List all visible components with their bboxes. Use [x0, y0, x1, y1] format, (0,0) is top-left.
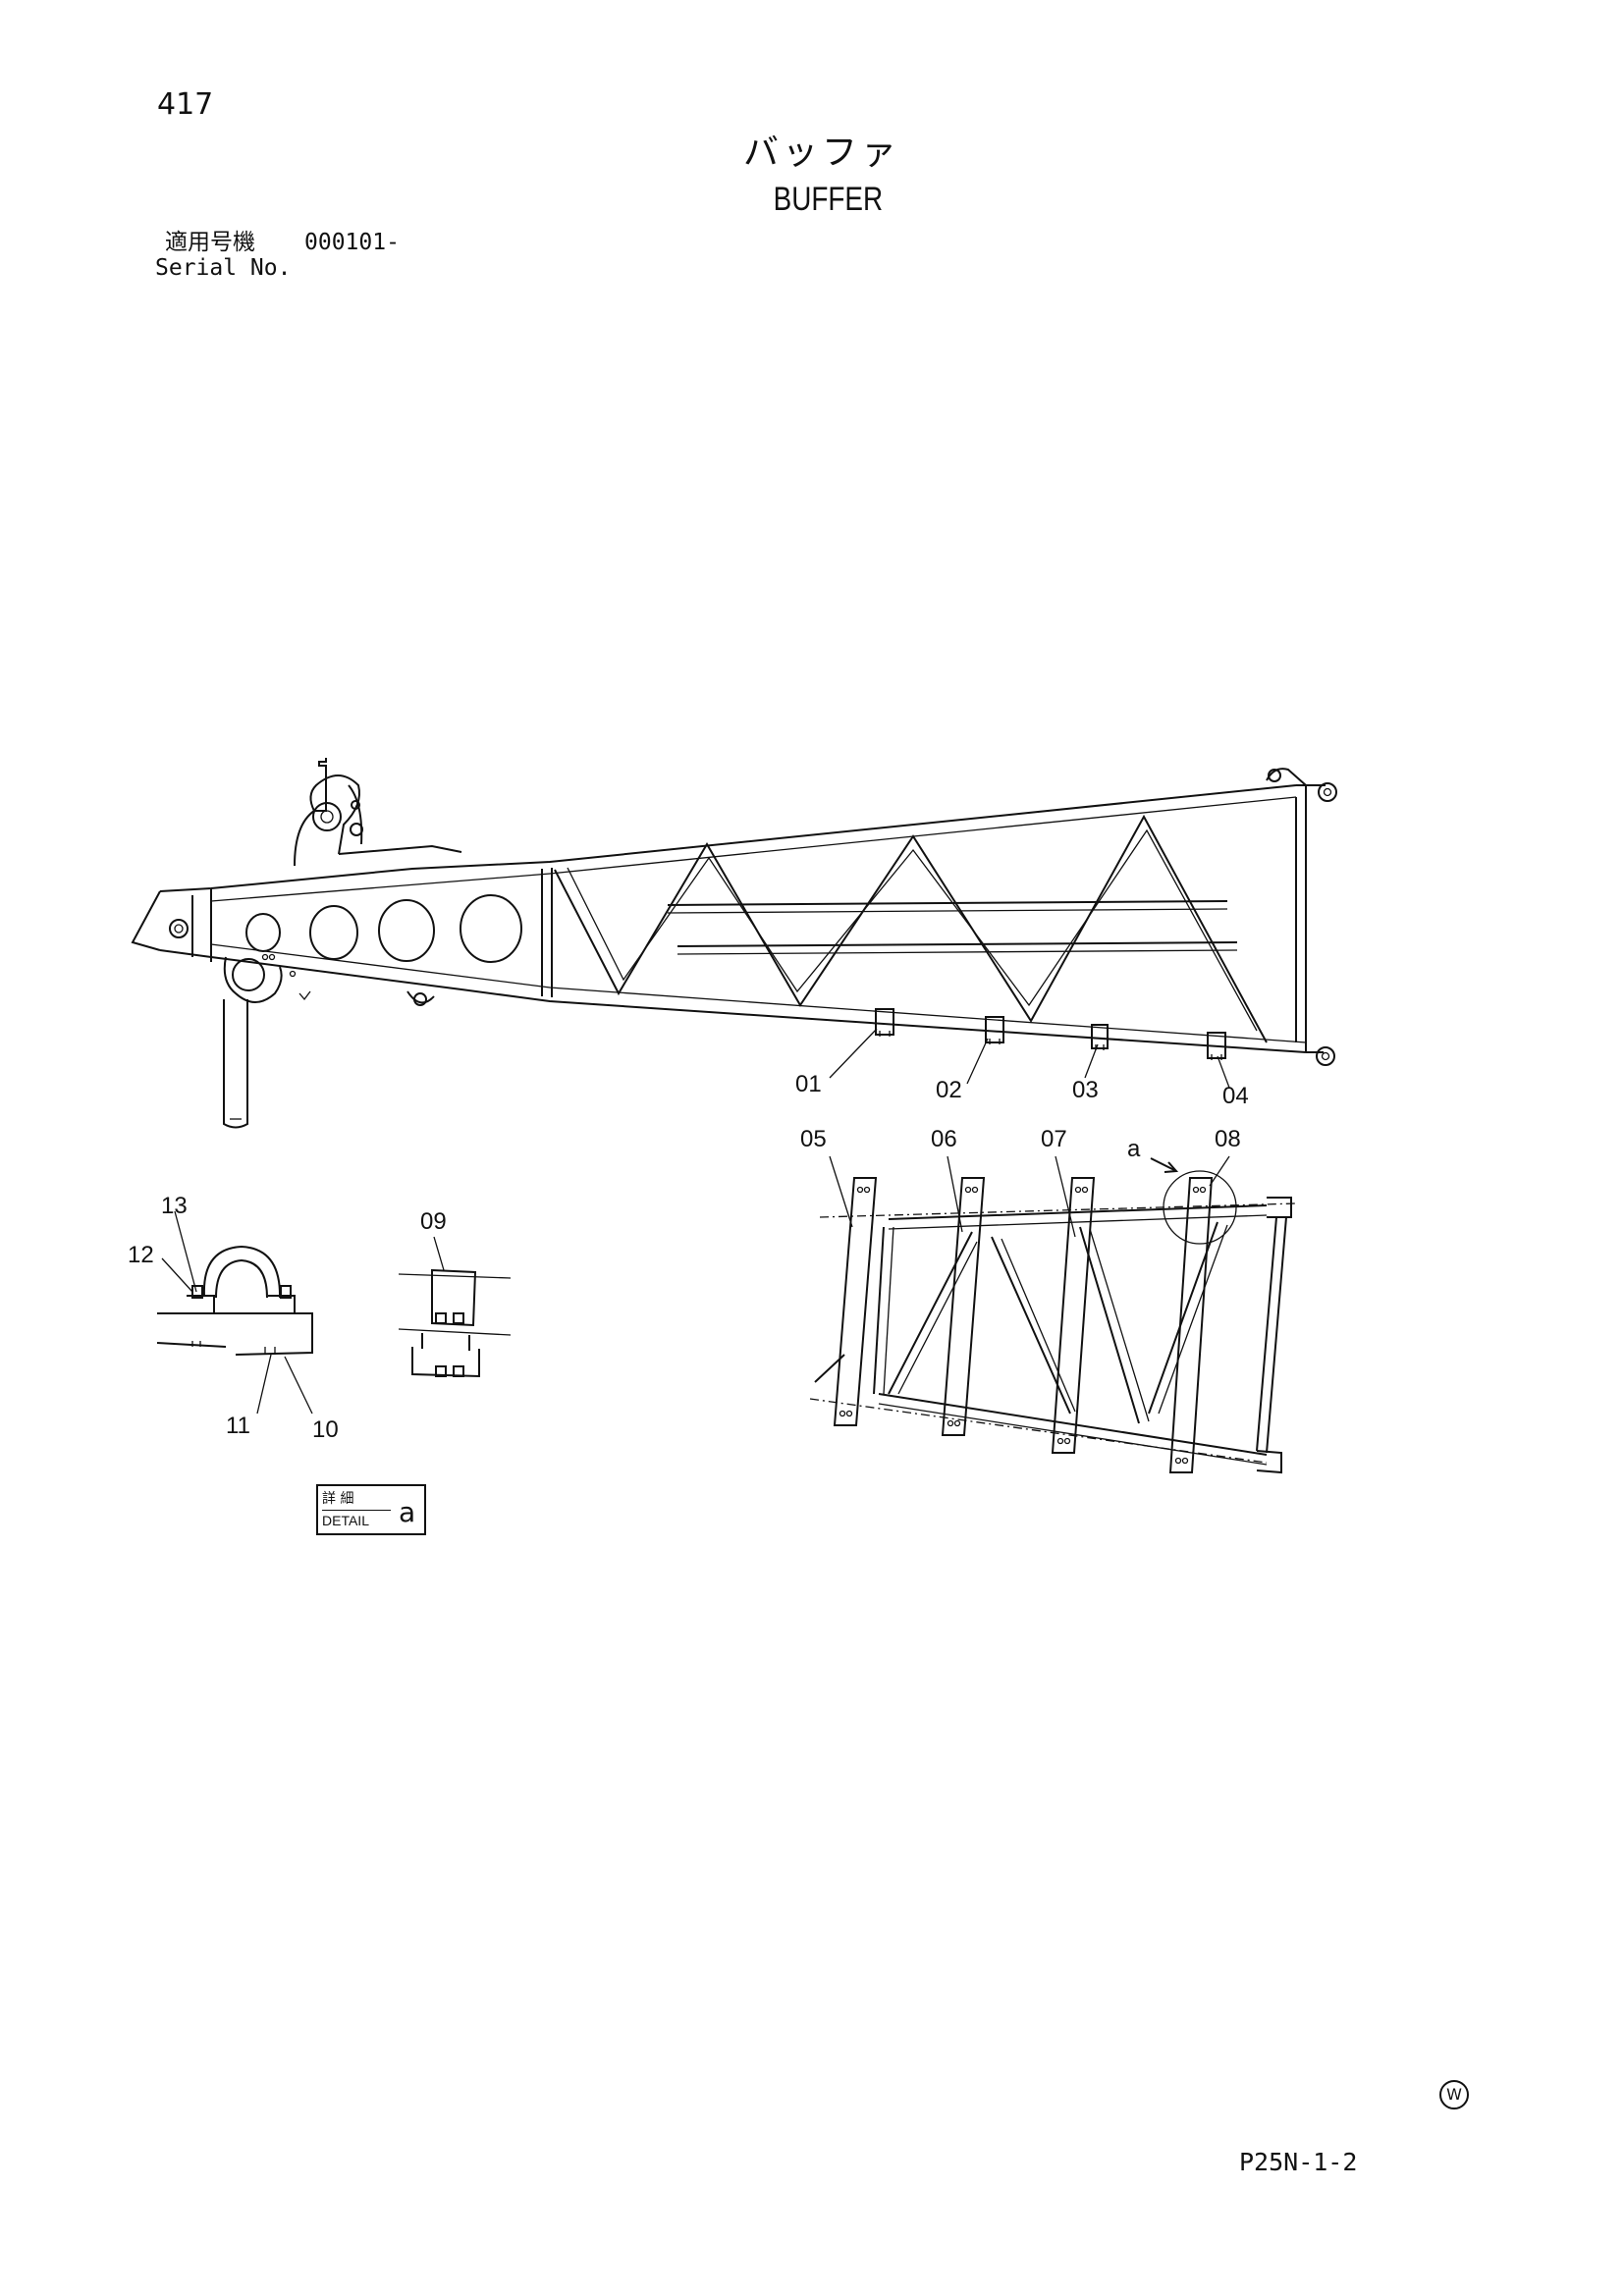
callout-01: 01 [795, 1071, 822, 1097]
detail-a-label: 詳 細 DETAIL a [316, 1484, 426, 1535]
page-code: P25N-1-2 [1239, 2148, 1358, 2176]
boom-drawing [131, 758, 1337, 1129]
callout-12: 12 [128, 1242, 154, 1268]
serial-label-english: Serial No. [155, 255, 292, 281]
serial-label-japanese: 適用号機 [165, 230, 255, 255]
callout-06: 06 [931, 1126, 957, 1152]
callout-11: 11 [226, 1413, 250, 1439]
detail-bracket-drawing [398, 1236, 512, 1378]
buffer-07 [1051, 1177, 1096, 1454]
title-english: BUFFER [773, 181, 884, 218]
buffer-06 [941, 1177, 986, 1436]
callout-04: 04 [1222, 1083, 1249, 1109]
callout-05: 05 [800, 1126, 827, 1152]
circled-w-mark: W [1439, 2080, 1469, 2109]
buffer-01 [875, 1008, 894, 1037]
serial-value: 000101- [304, 230, 400, 255]
callout-03: 03 [1072, 1077, 1099, 1103]
page-number: 417 [157, 87, 214, 122]
callout-07: 07 [1041, 1126, 1067, 1152]
title-japanese: バッファ [742, 133, 900, 173]
callout-02: 02 [936, 1077, 962, 1103]
callout-08: 08 [1215, 1126, 1241, 1152]
detail-letter: a [399, 1496, 416, 1528]
callout-13: 13 [161, 1193, 188, 1219]
buffer-05 [833, 1177, 878, 1426]
callout-09: 09 [420, 1208, 447, 1235]
callout-view-a: a [1127, 1136, 1141, 1162]
section-view [809, 1155, 1297, 1474]
buffer-02 [985, 1016, 1004, 1044]
buffer-08 [1168, 1177, 1214, 1473]
detail-clamp-drawing [156, 1210, 313, 1415]
detail-label-japanese: 詳 細 [322, 1488, 391, 1511]
detail-label-english: DETAIL [322, 1513, 369, 1528]
buffer-04 [1207, 1032, 1226, 1060]
callout-10: 10 [312, 1416, 339, 1443]
